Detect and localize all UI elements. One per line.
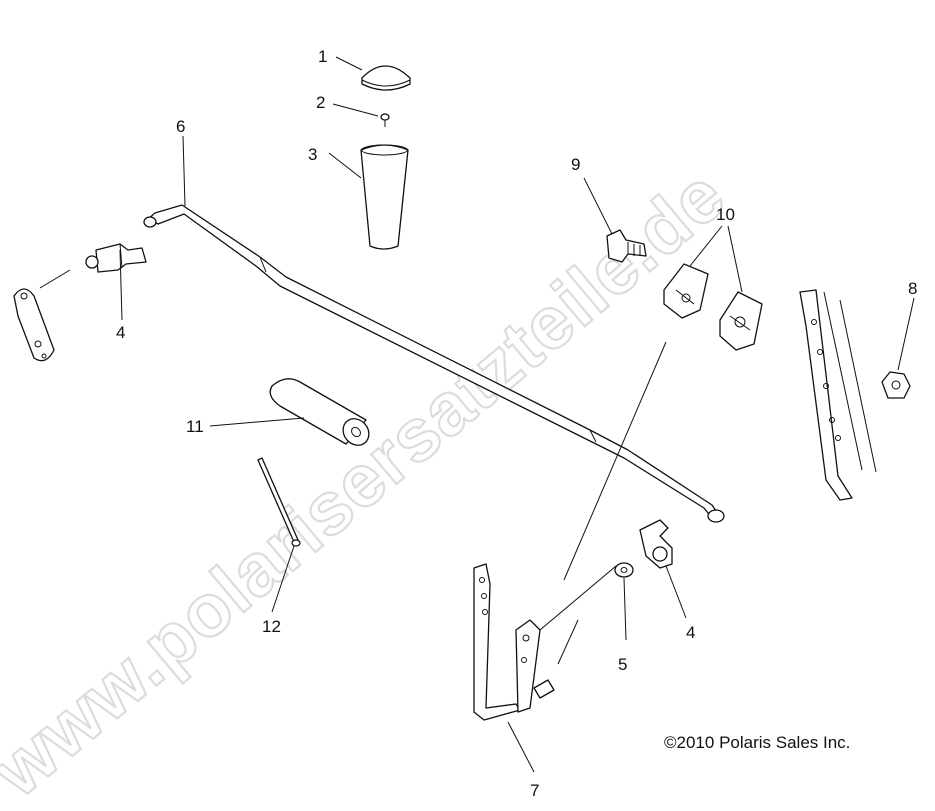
callout-2: 2	[316, 93, 325, 112]
mounting-bracket	[799, 289, 877, 501]
part-10-bushing-b	[719, 291, 763, 351]
part-12-pin	[257, 457, 301, 547]
part-10-bushing-a	[663, 263, 709, 319]
callout-8: 8	[908, 279, 917, 298]
callout-9: 9	[571, 155, 580, 174]
copyright-text: ©2010 Polaris Sales Inc.	[664, 733, 850, 752]
part-9-bolt	[606, 229, 647, 263]
callout-11: 11	[186, 417, 204, 436]
part-4-rod-end-right	[639, 519, 673, 569]
leader-lines	[39, 56, 915, 773]
part-4-rod-end-left	[85, 243, 147, 273]
callout-10: 10	[716, 205, 735, 224]
callout-12: 12	[262, 617, 281, 636]
callout-6: 6	[176, 117, 185, 136]
callout-4-right: 4	[686, 623, 695, 642]
callout-7: 7	[530, 781, 539, 800]
part-7-shift-lever	[473, 563, 617, 721]
part-8-nut	[881, 371, 911, 399]
callout-3: 3	[308, 145, 317, 164]
callout-5: 5	[618, 655, 627, 674]
part-3-shift-handle	[360, 144, 409, 250]
left-lever-link	[13, 288, 55, 362]
part-2-screw	[380, 113, 390, 127]
part-6-shift-rod	[143, 204, 725, 523]
callout-4-left: 4	[116, 323, 125, 342]
part-5-washer	[614, 562, 634, 578]
callout-1: 1	[318, 47, 327, 66]
part-11-sleeve	[269, 378, 370, 446]
part-1-knob-cap	[361, 65, 411, 91]
callout-labels: 1 2 3 6 4 9 10 8 11 12 4 5 7	[116, 47, 917, 800]
